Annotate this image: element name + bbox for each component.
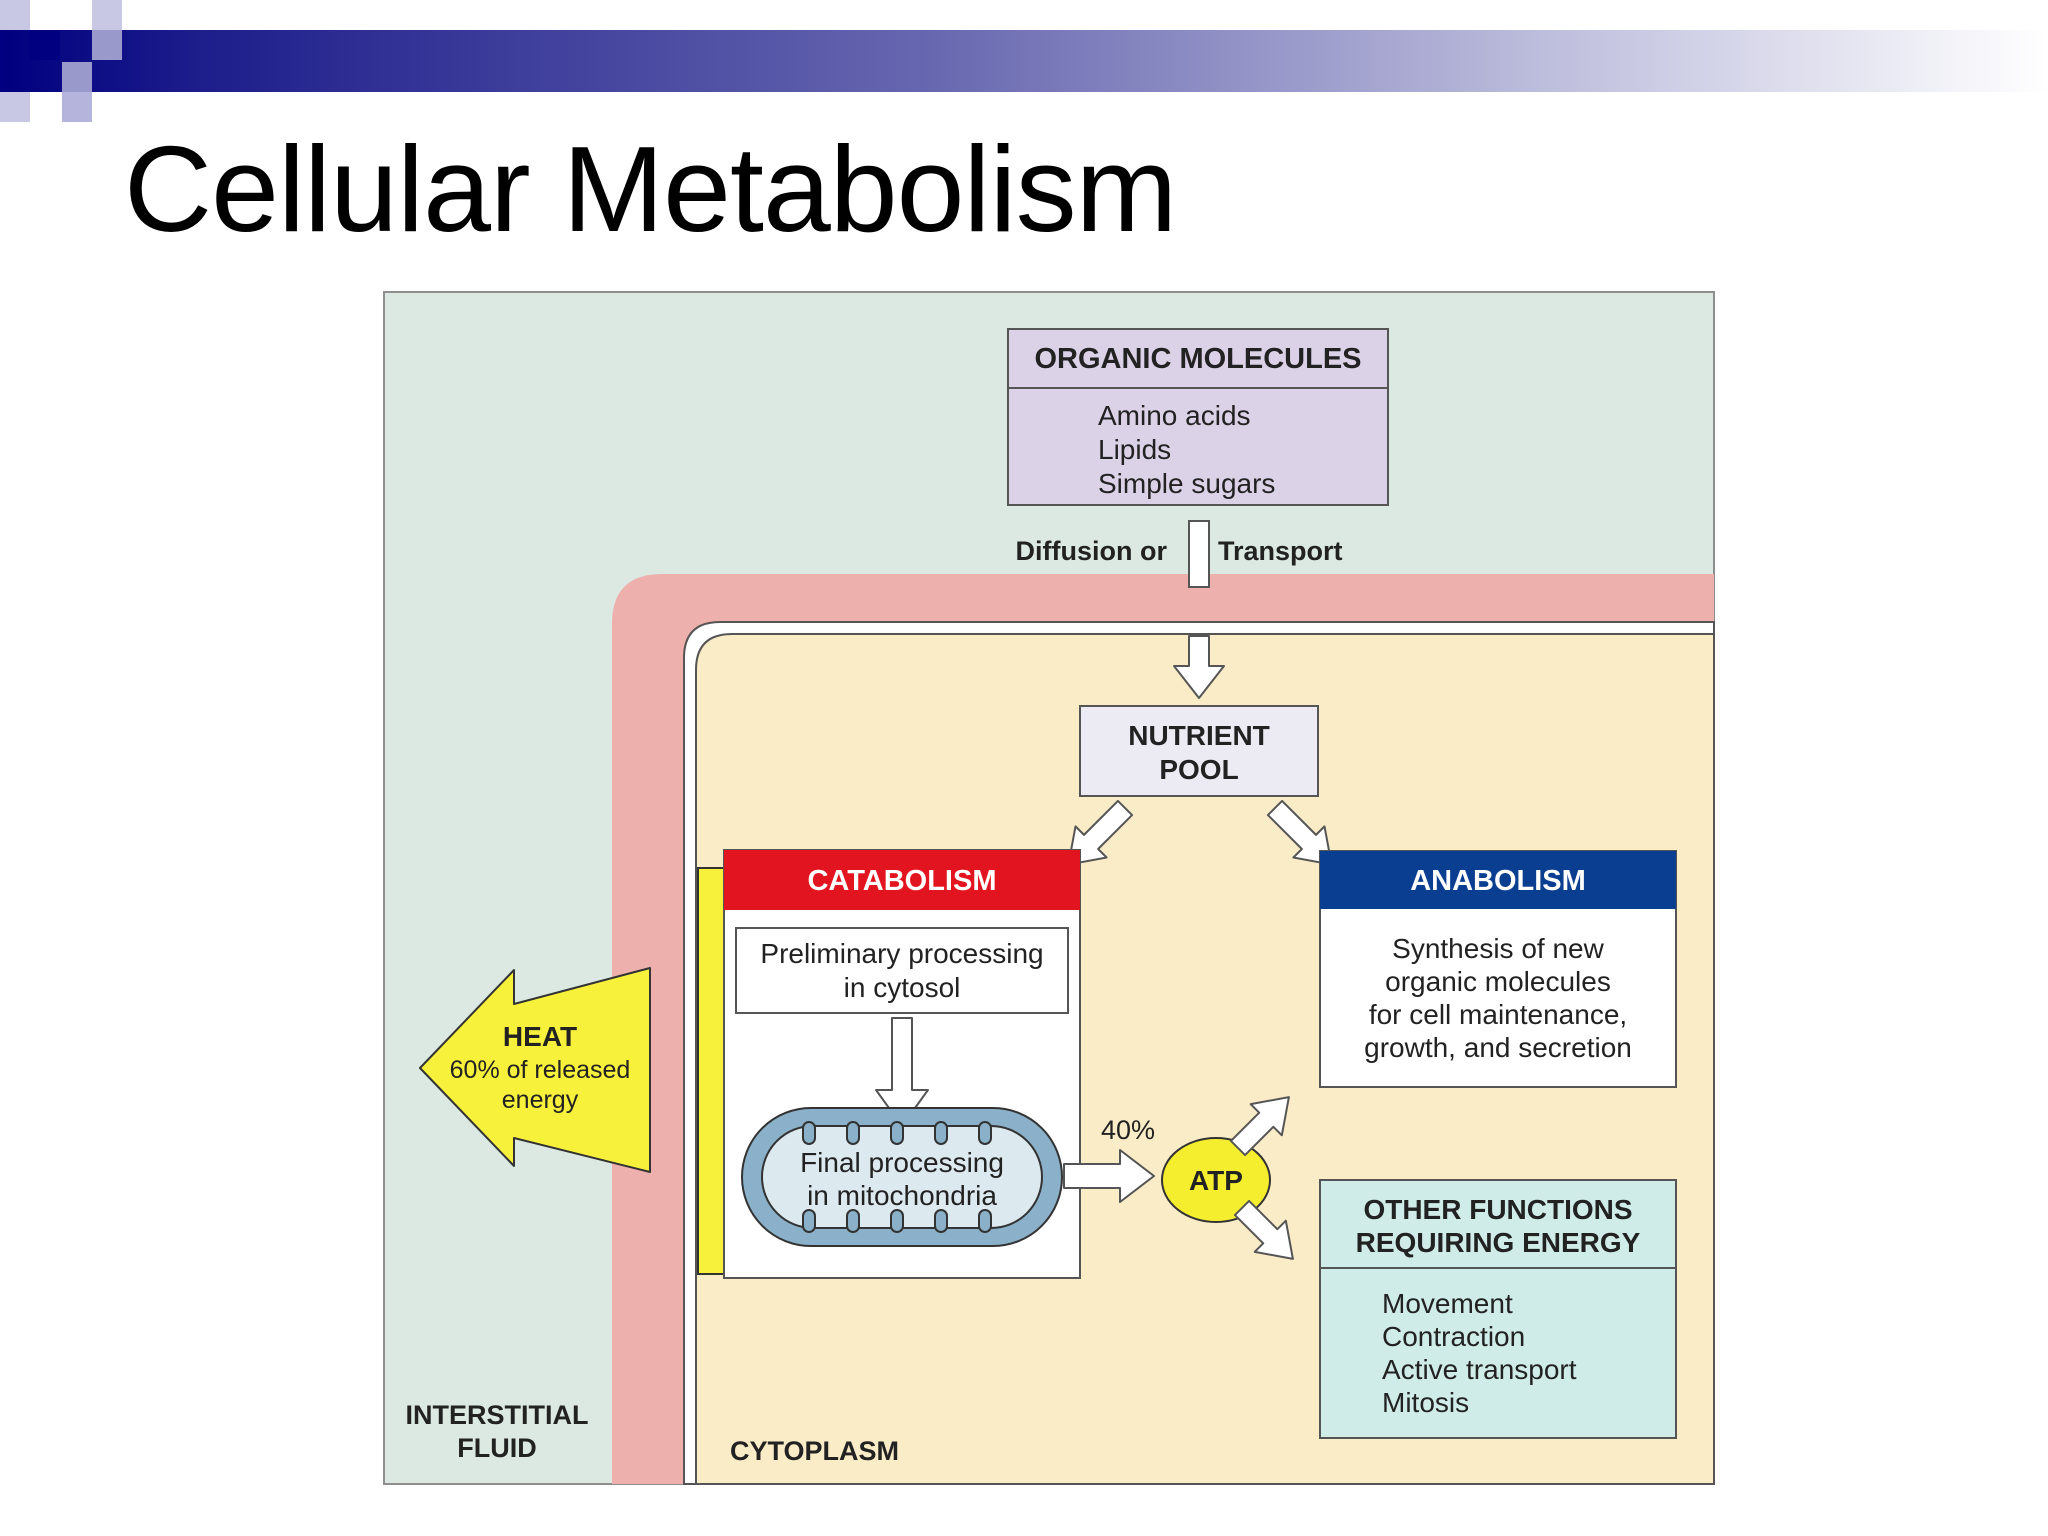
heat-heading: HEAT bbox=[503, 1021, 577, 1052]
atp-circle bbox=[1161, 1137, 1271, 1223]
membrane-channel bbox=[1188, 520, 1210, 588]
organic-molecules-heading: ORGANIC MOLECULES bbox=[1034, 343, 1361, 375]
other-item-active-transport: Active transport bbox=[1382, 1354, 1577, 1385]
transport-label: Transport bbox=[1218, 536, 1343, 566]
header-square-light-3 bbox=[92, 30, 122, 60]
preliminary-processing-box bbox=[735, 927, 1069, 1014]
heat-body-line-1: 60% of released bbox=[450, 1056, 631, 1084]
preliminary-line-2: in cytosol bbox=[844, 972, 961, 1003]
diffusion-label: Diffusion or bbox=[1016, 536, 1168, 566]
atp-label: ATP bbox=[1189, 1165, 1243, 1196]
interstitial-label-line-1: INTERSTITIAL bbox=[406, 1400, 589, 1430]
arrow-into-nutrient-pool bbox=[1173, 635, 1225, 699]
arrow-atp-to-anabolism bbox=[1229, 1096, 1290, 1157]
anabolism-line-4: growth, and secretion bbox=[1364, 1032, 1632, 1063]
slide-title: Cellular Metabolism bbox=[124, 121, 1177, 257]
header-square-dark bbox=[30, 30, 60, 60]
catabolism-header bbox=[724, 850, 1080, 910]
organic-molecules-box bbox=[1007, 328, 1389, 506]
arrow-to-atp bbox=[1063, 1149, 1155, 1203]
catabolism-heat-bracket bbox=[697, 867, 725, 1275]
anabolism-heading: ANABOLISM bbox=[1410, 865, 1586, 897]
preliminary-line-1: Preliminary processing bbox=[760, 938, 1043, 969]
header-square-light-4 bbox=[62, 62, 92, 92]
header-gradient-bar bbox=[0, 30, 2048, 92]
organic-item-simple-sugars: Simple sugars bbox=[1098, 468, 1275, 499]
organic-item-lipids: Lipids bbox=[1098, 434, 1171, 465]
anabolism-line-1: Synthesis of new bbox=[1392, 933, 1604, 964]
other-item-movement: Movement bbox=[1382, 1288, 1513, 1319]
anabolism-header bbox=[1320, 851, 1676, 909]
organic-item-amino-acids: Amino acids bbox=[1098, 400, 1251, 431]
mitochondrion-cristae bbox=[802, 1121, 992, 1233]
other-item-contraction: Contraction bbox=[1382, 1321, 1525, 1352]
nutrient-pool-box bbox=[1079, 705, 1319, 797]
header-square-light-2 bbox=[92, 0, 122, 30]
anabolism-line-2: organic molecules bbox=[1385, 966, 1611, 997]
header-square-light-5 bbox=[0, 92, 30, 122]
other-functions-heading-line-2: REQUIRING ENERGY bbox=[1356, 1227, 1641, 1258]
other-functions-box bbox=[1319, 1179, 1677, 1439]
arrow-to-catabolism bbox=[1067, 799, 1134, 866]
header-square-light-1 bbox=[0, 0, 30, 30]
arrow-to-anabolism bbox=[1266, 799, 1333, 866]
cytoplasm-label: CYTOPLASM bbox=[730, 1436, 899, 1466]
other-functions-heading-line-1: OTHER FUNCTIONS bbox=[1363, 1194, 1632, 1225]
heat-arrow bbox=[419, 967, 651, 1173]
interstitial-label-line-2: FLUID bbox=[457, 1433, 536, 1463]
nutrient-pool-line-2: POOL bbox=[1159, 754, 1238, 785]
final-processing-line-2: in mitochondria bbox=[807, 1180, 997, 1211]
header-square-light-6 bbox=[62, 92, 92, 122]
heat-body-line-2: energy bbox=[502, 1086, 579, 1114]
anabolism-line-3: for cell maintenance, bbox=[1369, 999, 1627, 1030]
percent-label: 40% bbox=[1101, 1115, 1155, 1145]
arrow-atp-to-other-functions bbox=[1233, 1199, 1294, 1260]
final-processing-line-1: Final processing bbox=[800, 1147, 1004, 1178]
other-item-mitosis: Mitosis bbox=[1382, 1387, 1469, 1418]
catabolism-heading: CATABOLISM bbox=[807, 865, 996, 897]
nutrient-pool-line-1: NUTRIENT bbox=[1128, 720, 1270, 751]
